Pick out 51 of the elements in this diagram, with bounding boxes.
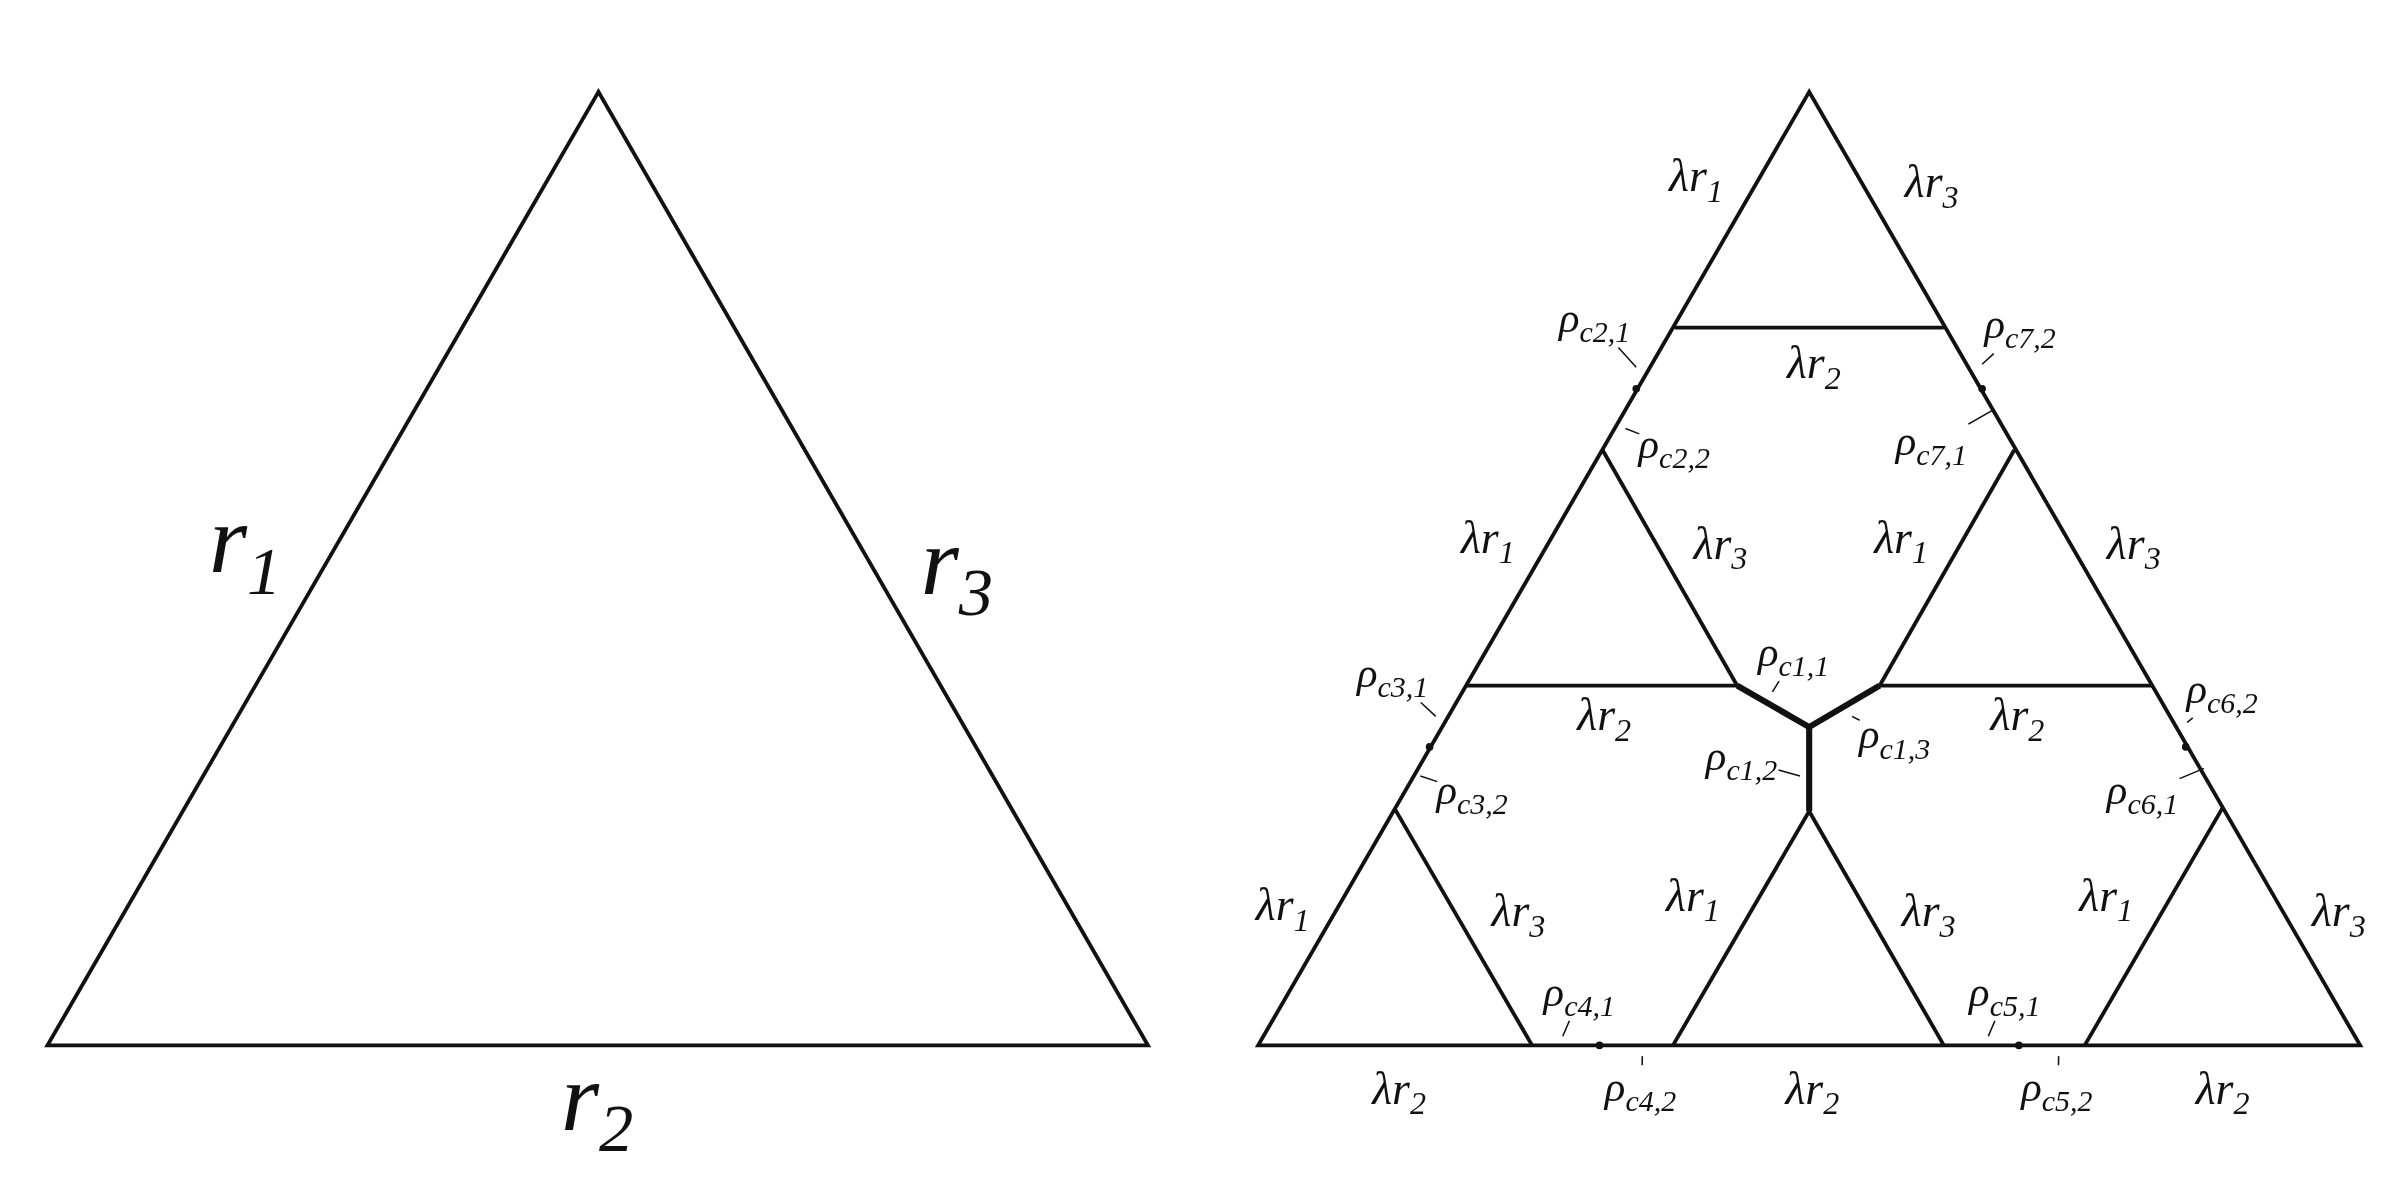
side-label: λr$_{1}$ bbox=[1460, 514, 1515, 570]
side-label: λr$_{1}$ bbox=[2079, 872, 2134, 928]
point-label: ρ$_{c4,1}$ bbox=[1543, 969, 1615, 1021]
point-label: ρ$_{c6,1}$ bbox=[2106, 767, 2179, 819]
leader-line bbox=[1420, 701, 1437, 718]
side-label: λr$_{3}$ bbox=[1491, 887, 1546, 943]
point-label: ρ$_{c7,2}$ bbox=[1984, 302, 2056, 354]
side-label: λr$_{3}$ bbox=[1693, 520, 1748, 576]
side-label: λr$_{3}$ bbox=[2311, 887, 2366, 943]
point-label: ρ$_{c2,1}$ bbox=[1558, 296, 1631, 347]
side-label: λr$_{1}$ bbox=[1666, 872, 1720, 928]
side-label: λr$_{2}$ bbox=[1372, 1065, 1426, 1121]
leader-line bbox=[1771, 680, 1780, 693]
point-label: ρ$_{c1,1}$ bbox=[1757, 629, 1830, 681]
leader-line bbox=[1777, 769, 1801, 777]
side-label: λr$_{1}$ bbox=[1669, 153, 1723, 209]
side-label: λr$_{2}$ bbox=[2195, 1065, 2250, 1121]
side-label: λr$_{2}$ bbox=[1990, 691, 2045, 747]
side-label: λr$_{2}$ bbox=[1787, 339, 1841, 395]
leader-line bbox=[1561, 1020, 1571, 1037]
leader-line bbox=[2057, 1055, 2060, 1067]
point-label: ρ$_{c7,1}$ bbox=[1895, 418, 1968, 470]
side-label: λr$_{3}$ bbox=[1904, 159, 1959, 215]
side-label: λr$_{1}$ bbox=[1255, 881, 1310, 937]
leader-line bbox=[1967, 409, 1994, 425]
point-label: ρ$_{c5,2}$ bbox=[2021, 1064, 2093, 1116]
leader-line bbox=[1641, 1055, 1644, 1067]
side-label: λr$_{2}$ bbox=[1785, 1065, 1840, 1121]
side-label: λr$_{2}$ bbox=[1577, 691, 1632, 747]
point-label: ρ$_{c1,3}$ bbox=[1858, 712, 1931, 764]
side-label: r$_{2}$ bbox=[560, 1047, 634, 1162]
leader-line bbox=[1624, 427, 1641, 435]
leader-line bbox=[1419, 775, 1438, 783]
side-label: λr$_{3}$ bbox=[2106, 520, 2161, 576]
side-label: λr$_{1}$ bbox=[1874, 514, 1929, 570]
point-label: ρ$_{c2,2}$ bbox=[1638, 421, 1710, 473]
leader-line bbox=[1617, 346, 1637, 369]
leader-line bbox=[2186, 717, 2194, 724]
leader-line bbox=[1851, 715, 1861, 721]
point-label: ρ$_{c1,2}$ bbox=[1705, 733, 1778, 785]
leader-line bbox=[2178, 767, 2205, 780]
point-label: ρ$_{c5,1}$ bbox=[1969, 969, 2041, 1021]
side-label: λr$_{3}$ bbox=[1901, 887, 1956, 943]
side-label: r$_{1}$ bbox=[208, 490, 282, 605]
point-label: ρ$_{c4,2}$ bbox=[1604, 1064, 1677, 1116]
point-label: ρ$_{c6,2}$ bbox=[2186, 666, 2258, 718]
leader-line bbox=[1981, 352, 1995, 366]
point-label: ρ$_{c3,1}$ bbox=[1356, 651, 1429, 703]
side-label: r$_{3}$ bbox=[920, 512, 994, 627]
point-label: ρ$_{c3,2}$ bbox=[1436, 767, 1508, 819]
leader-line bbox=[1987, 1020, 1996, 1037]
